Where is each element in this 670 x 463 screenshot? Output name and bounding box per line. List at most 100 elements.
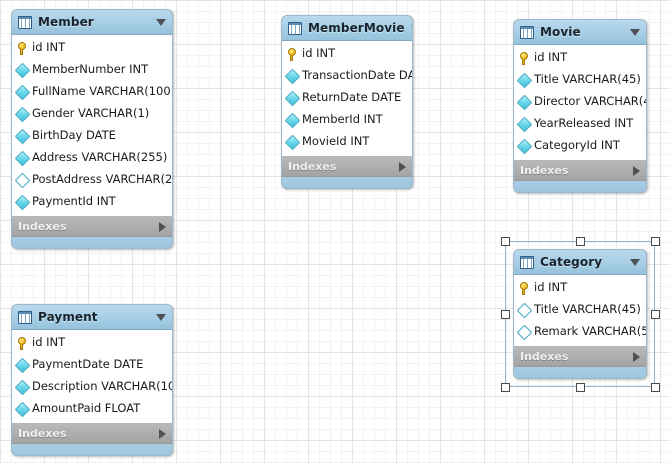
table-header-member[interactable]: Member — [12, 10, 172, 35]
table-field-label: AmountPaid FLOAT — [32, 401, 141, 416]
table-node-movie[interactable]: Movie id INT Title VARCHAR(45) Director VAR… — [513, 19, 647, 193]
table-field-row[interactable]: id INT — [282, 43, 412, 65]
diamond-icon — [516, 94, 533, 110]
table-field-row[interactable]: Address VARCHAR(255) — [12, 147, 172, 169]
indexes-label: Indexes — [18, 427, 67, 440]
table-field-label: Remark VARCHAR(500) — [534, 324, 647, 339]
indexes-label: Indexes — [18, 220, 67, 233]
table-field-row[interactable]: Title VARCHAR(45) — [514, 299, 646, 321]
indexes-bar[interactable]: Indexes — [12, 217, 172, 237]
table-field-label: TransactionDate DATE — [302, 68, 413, 83]
table-field-row[interactable]: id INT — [12, 332, 172, 354]
table-title: MemberMovie — [308, 21, 405, 35]
indexes-bar[interactable]: Indexes — [514, 347, 646, 367]
table-field-row[interactable]: id INT — [514, 47, 646, 69]
chevron-down-icon[interactable] — [410, 24, 412, 32]
table-field-label: MovieId INT — [302, 134, 370, 149]
resize-handle-w[interactable] — [500, 309, 510, 319]
indexes-bar[interactable]: Indexes — [12, 424, 172, 444]
table-node-category[interactable]: Category id INT Title VARCHAR(45) Remark VA… — [513, 249, 647, 379]
table-field-row[interactable]: ReturnDate DATE — [282, 87, 412, 109]
diamond-icon — [284, 112, 301, 128]
table-field-row[interactable]: Director VARCHAR(45) — [514, 91, 646, 113]
table-field-row[interactable]: Gender VARCHAR(1) — [12, 103, 172, 125]
chevron-down-icon[interactable] — [156, 313, 166, 321]
table-field-row[interactable]: id INT — [12, 37, 172, 59]
table-field-label: Gender VARCHAR(1) — [32, 106, 150, 121]
table-field-row[interactable]: MemberId INT — [282, 109, 412, 131]
table-field-row[interactable]: PaymentDate DATE — [12, 354, 172, 376]
table-field-label: id INT — [32, 335, 66, 350]
table-field-row[interactable]: AmountPaid FLOAT — [12, 398, 172, 420]
diamond-icon — [14, 357, 31, 373]
diamond-icon — [284, 68, 301, 84]
resize-handle-e[interactable] — [650, 309, 660, 319]
table-field-row[interactable]: BirthDay DATE — [12, 125, 172, 147]
diamond-icon — [516, 138, 533, 154]
indexes-label: Indexes — [288, 160, 337, 173]
resize-handle-n[interactable] — [575, 236, 585, 246]
table-field-row[interactable]: Remark VARCHAR(500) — [514, 321, 646, 343]
indexes-label: Indexes — [520, 164, 569, 177]
table-icon — [520, 255, 534, 269]
table-field-label: Title VARCHAR(45) — [534, 72, 641, 87]
table-icon — [520, 25, 534, 39]
table-field-row[interactable]: CategoryId INT — [514, 135, 646, 157]
diamond-icon — [516, 72, 533, 88]
table-icon — [18, 15, 32, 29]
table-field-row[interactable]: FullName VARCHAR(100) — [12, 81, 172, 103]
table-node-membermovie[interactable]: MemberMovie id INT TransactionDate DATE Ret… — [281, 15, 413, 189]
triangle-right-icon[interactable] — [159, 428, 166, 439]
table-field-label: ReturnDate DATE — [302, 90, 402, 105]
chevron-down-icon[interactable] — [630, 28, 640, 36]
table-field-label: MemberId INT — [302, 112, 383, 127]
triangle-right-icon[interactable] — [633, 351, 640, 362]
indexes-bar[interactable]: Indexes — [282, 157, 412, 177]
table-node-member[interactable]: Member id INT MemberNumber INT FullName VAR… — [11, 9, 173, 249]
table-field-row[interactable]: PostAddress VARCHAR(255) — [12, 169, 172, 191]
table-field-label: id INT — [534, 280, 568, 295]
diamond-icon — [14, 84, 31, 100]
resize-handle-nw[interactable] — [500, 236, 510, 246]
table-field-row[interactable]: id INT — [514, 277, 646, 299]
table-field-label: FullName VARCHAR(100) — [32, 84, 173, 99]
diamond-icon — [284, 134, 301, 150]
table-fields: id INT MemberNumber INT FullName VARCHAR(1… — [12, 35, 172, 217]
resize-handle-sw[interactable] — [500, 382, 510, 392]
table-field-row[interactable]: MemberNumber INT — [12, 59, 172, 81]
diamond-icon — [284, 90, 301, 106]
table-field-row[interactable]: Title VARCHAR(45) — [514, 69, 646, 91]
table-icon — [18, 310, 32, 324]
table-field-row[interactable]: YearReleased INT — [514, 113, 646, 135]
chevron-down-icon[interactable] — [630, 258, 640, 266]
chevron-down-icon[interactable] — [156, 18, 166, 26]
table-header-membermovie[interactable]: MemberMovie — [282, 16, 412, 41]
table-footer-strip — [514, 367, 646, 378]
diamond-icon — [14, 128, 31, 144]
table-header-category[interactable]: Category — [514, 250, 646, 275]
table-footer-strip — [12, 237, 172, 248]
table-field-row[interactable]: TransactionDate DATE — [282, 65, 412, 87]
table-field-label: id INT — [32, 40, 66, 55]
table-footer-strip — [282, 177, 412, 188]
key-icon — [17, 336, 28, 350]
resize-handle-s[interactable] — [575, 382, 585, 392]
table-field-label: MemberNumber INT — [32, 62, 149, 77]
table-field-row[interactable]: Description VARCHAR(100) — [12, 376, 172, 398]
triangle-right-icon[interactable] — [633, 165, 640, 176]
table-field-row[interactable]: MovieId INT — [282, 131, 412, 153]
table-field-label: BirthDay DATE — [32, 128, 116, 143]
resize-handle-ne[interactable] — [650, 236, 660, 246]
triangle-right-icon[interactable] — [399, 161, 406, 172]
triangle-right-icon[interactable] — [159, 221, 166, 232]
table-header-payment[interactable]: Payment — [12, 305, 172, 330]
resize-handle-se[interactable] — [650, 382, 660, 392]
table-footer-strip — [514, 181, 646, 192]
table-field-row[interactable]: PaymentId INT — [12, 191, 172, 213]
table-title: Member — [38, 15, 94, 29]
indexes-bar[interactable]: Indexes — [514, 161, 646, 181]
table-field-label: id INT — [534, 50, 568, 65]
table-header-movie[interactable]: Movie — [514, 20, 646, 45]
